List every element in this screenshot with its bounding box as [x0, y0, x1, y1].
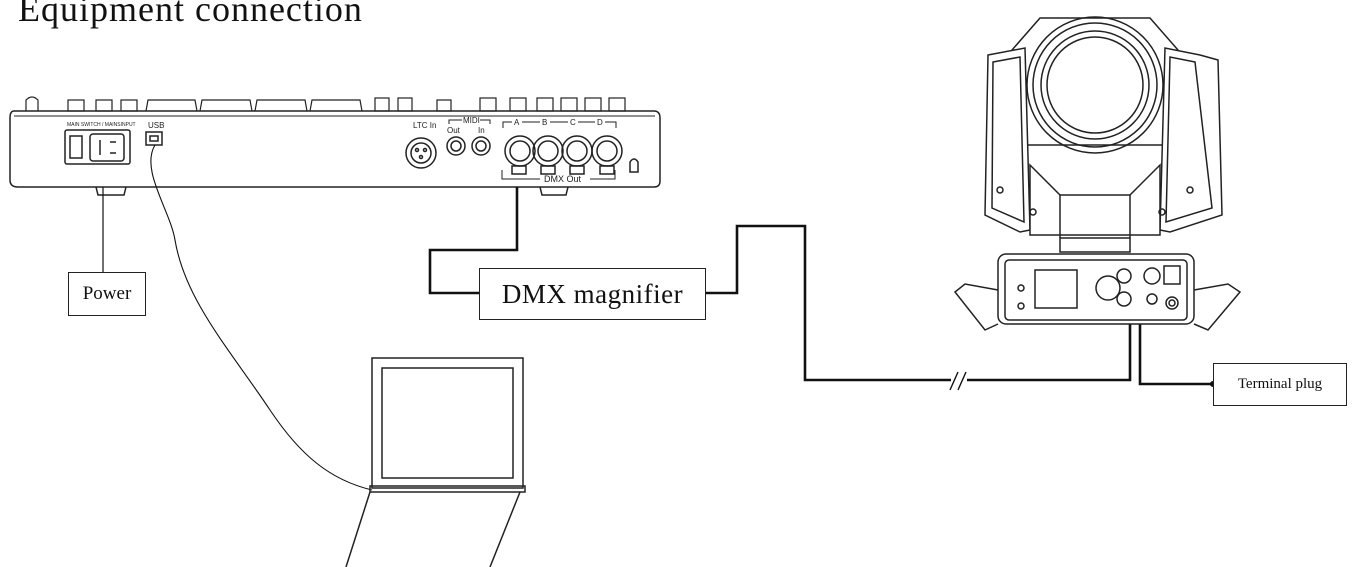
main-switch-label: MAIN SWITCH / MAINSINPUT [67, 122, 136, 128]
midi-in-label: In [478, 126, 485, 135]
moving-head-fixture [953, 16, 1242, 331]
dmx-cable-fixture [706, 224, 951, 382]
port-a-label: A [514, 118, 520, 127]
dmx-cable-fixture-2 [967, 300, 1132, 382]
power-label-box: Power [68, 272, 146, 316]
dmx-out-ports: A B C D DMX Out [501, 118, 623, 184]
ltc-in-port: LTC In [405, 121, 437, 169]
usb-cable [150, 144, 373, 491]
usb-port: USB [145, 121, 164, 146]
laptop [345, 357, 526, 567]
cables [102, 144, 1216, 491]
console-top-controls [25, 96, 626, 112]
dmx-out-label: DMX Out [544, 174, 582, 184]
lock-icon [629, 158, 639, 173]
terminal-plug-box: Terminal plug [1213, 363, 1347, 406]
terminal-cable [1138, 300, 1213, 386]
usb-label: USB [148, 121, 164, 130]
midi-label: MIDI [463, 116, 480, 125]
dmx-magnifier-box: DMX magnifier [479, 268, 706, 320]
midi-ports: MIDI Out In [446, 116, 491, 156]
dmx-cable-console [428, 187, 519, 295]
lighting-console: MAIN SWITCH / MAINSINPUT USB LTC In [9, 96, 661, 196]
power-inlet: MAIN SWITCH / MAINSINPUT [64, 122, 136, 165]
midi-out-label: Out [447, 126, 461, 135]
console-body [9, 110, 661, 188]
port-d-label: D [597, 118, 603, 127]
diagram-title: Equipment connection [18, 0, 363, 29]
ltc-in-label: LTC In [413, 121, 436, 130]
port-b-label: B [542, 118, 547, 127]
port-c-label: C [570, 118, 576, 127]
